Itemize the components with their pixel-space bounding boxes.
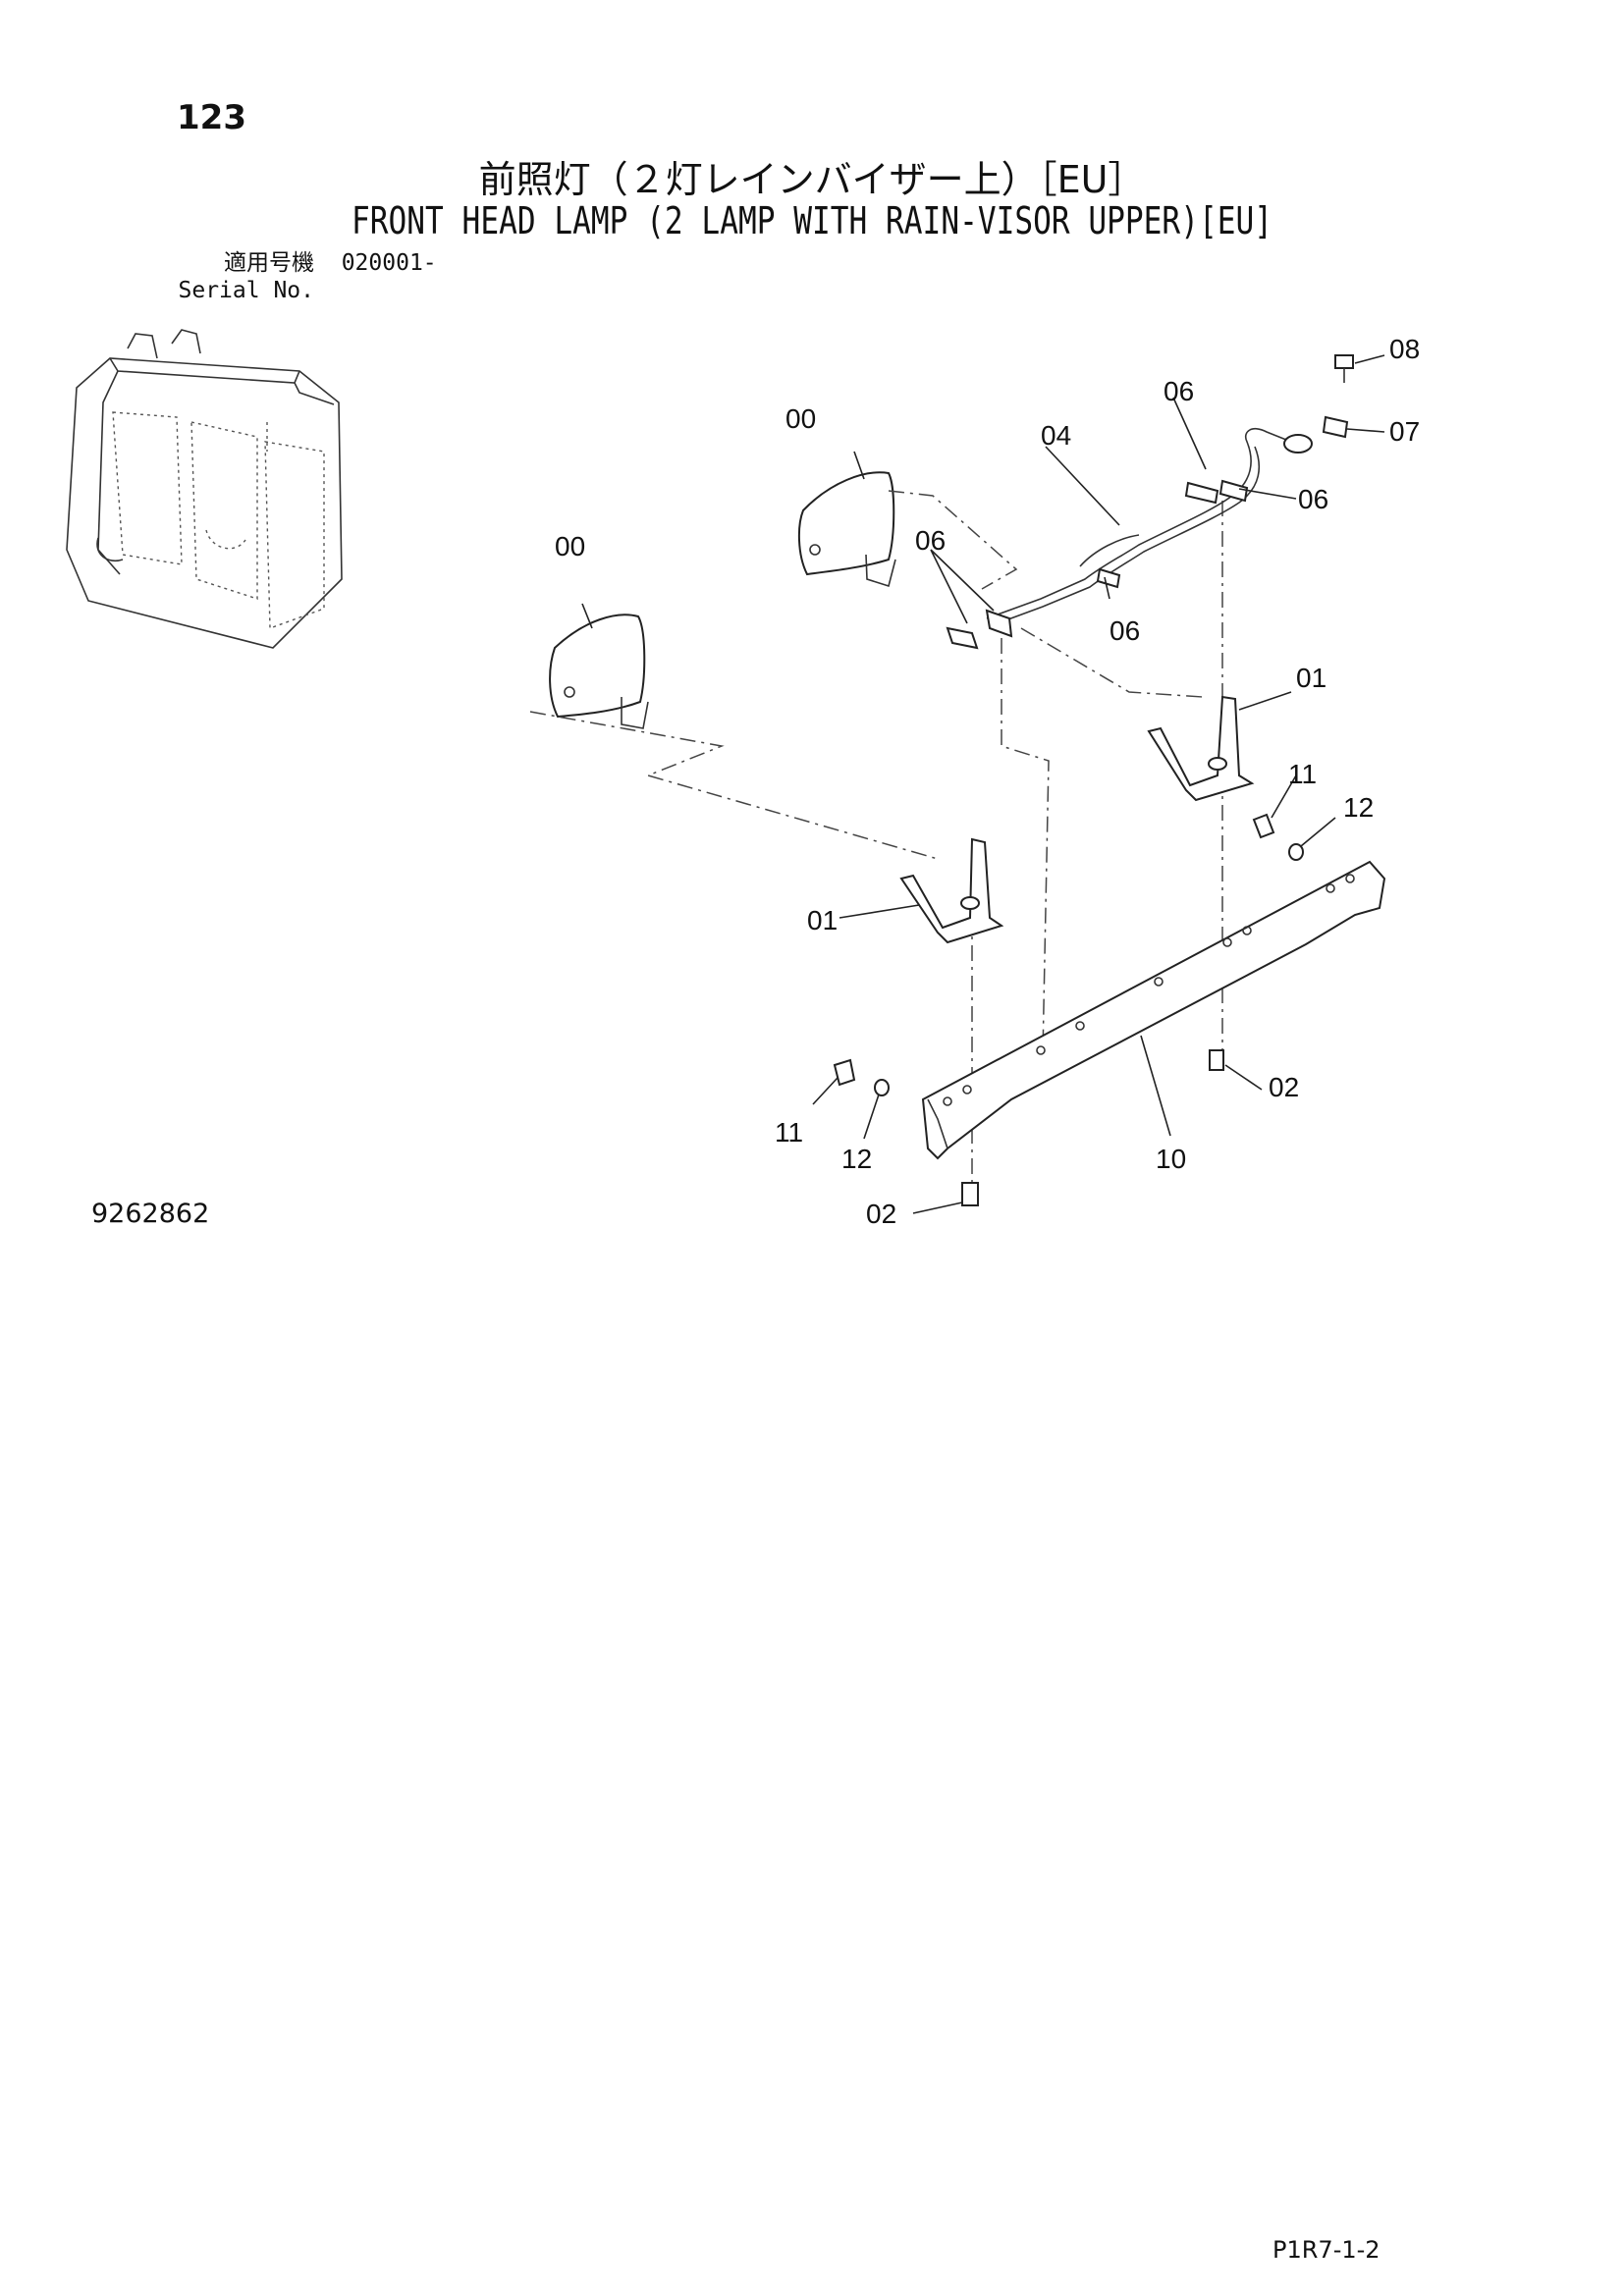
- head-lamp-icon: [797, 451, 896, 588]
- serial-label-jp: 適用号機: [224, 250, 314, 276]
- title-english: FRONT HEAD LAMP (2 LAMP WITH RAIN-VISOR …: [351, 199, 1273, 242]
- bolt-icon: [833, 1058, 856, 1087]
- callout-04: 04: [1041, 420, 1071, 451]
- callout-01-left: 01: [807, 905, 838, 935]
- callout-12-right: 12: [1343, 792, 1374, 823]
- callout-11-left: 11: [775, 1117, 803, 1148]
- title-japanese: 前照灯（２灯レインバイザー上）［EU］: [478, 158, 1146, 201]
- head-lamp-icon: [549, 603, 649, 729]
- assembly-line: [888, 490, 1018, 590]
- callout-06-right: 06: [1298, 484, 1328, 514]
- callout-06-mid: 06: [915, 525, 946, 556]
- clip-icon: [946, 479, 1249, 650]
- bolt-icon: [1334, 354, 1354, 383]
- serial-value: 020001-: [341, 250, 437, 276]
- lamp-bracket-icon: [899, 837, 1004, 944]
- washer-icon: [1288, 843, 1304, 861]
- callout-12-left: 12: [841, 1144, 872, 1174]
- lamp-bracket-icon: [1147, 695, 1255, 802]
- callout-06-lower: 06: [1110, 615, 1140, 646]
- callout-01-right: 01: [1296, 663, 1326, 693]
- callout-00-right: 00: [785, 403, 816, 434]
- serial-number-block: 適用号機 020001- Serial No.: [177, 249, 437, 304]
- cab-icon: [66, 329, 343, 649]
- wire-harness-icon: [986, 427, 1313, 627]
- callout-08: 08: [1389, 334, 1420, 364]
- bolt-icon: [1252, 813, 1275, 839]
- bolt-icon: [1209, 1049, 1224, 1071]
- washer-icon: [874, 1079, 890, 1096]
- callout-06-top: 06: [1164, 376, 1194, 406]
- assembly-line: [1020, 627, 1204, 698]
- assembly-line: [1001, 638, 1050, 1056]
- page-number: 123: [177, 98, 246, 137]
- callout-02-right: 02: [1269, 1072, 1299, 1102]
- drawing-number: 9262862: [91, 1199, 210, 1229]
- mounting-bar-icon: [921, 860, 1386, 1160]
- callout-02-bottom: 02: [866, 1199, 896, 1229]
- page-code: P1R7-1-2: [1272, 2236, 1380, 2264]
- callout-11-right: 11: [1288, 759, 1317, 789]
- serial-label-en: Serial No.: [178, 278, 314, 303]
- callout-10: 10: [1156, 1144, 1186, 1174]
- callout-07: 07: [1389, 416, 1420, 447]
- callout-00-left: 00: [555, 531, 585, 561]
- bolt-icon: [961, 1182, 979, 1206]
- clip-icon: [1322, 415, 1349, 439]
- assembly-line: [529, 711, 939, 860]
